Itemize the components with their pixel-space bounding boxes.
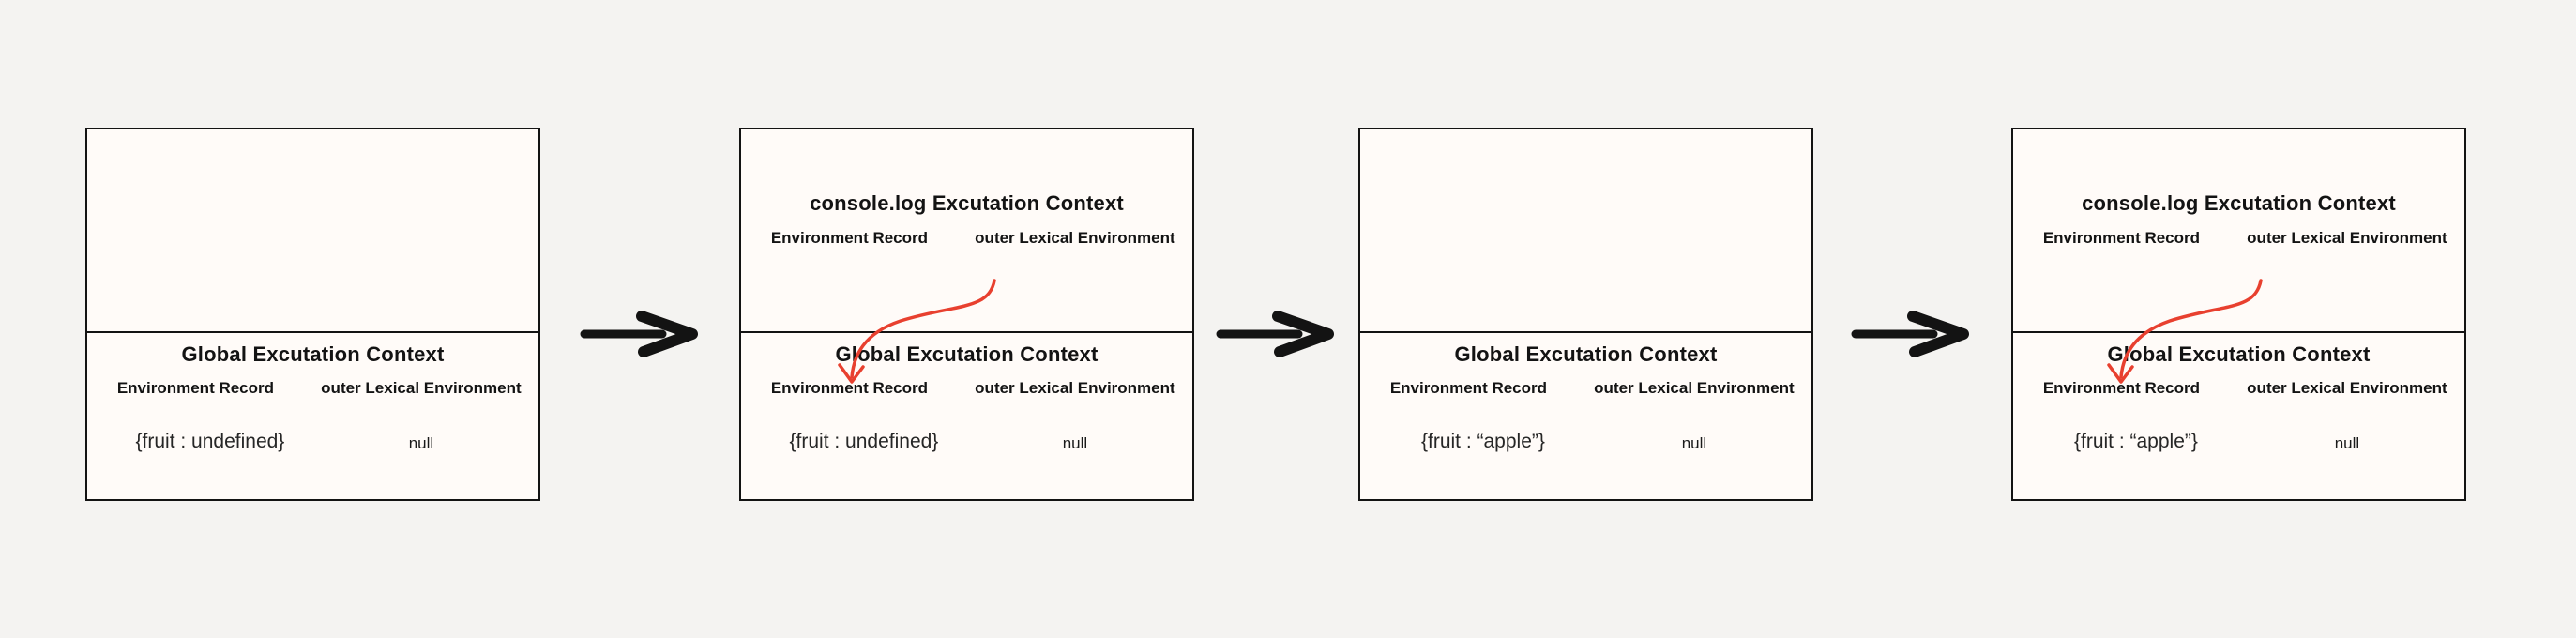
environment-record-value: {fruit : undefined} (789, 431, 939, 452)
global-context-section: Global Excutation Context Environment Re… (87, 333, 538, 498)
context-values-row: {fruit : undefined} null (87, 431, 538, 453)
context-box-step-2: console.log Excutation Context Environme… (739, 128, 1194, 501)
global-context-section: Global Excutation Context Environment Re… (2013, 333, 2464, 498)
context-column-headers: Environment Record outer Lexical Environ… (2013, 379, 2464, 398)
environment-record-header: Environment Record (116, 379, 275, 397)
outer-lexical-environment-header: outer Lexical Environment (975, 229, 1175, 247)
flow-arrow-icon (580, 311, 698, 357)
console-log-context-section: console.log Excutation Context Environme… (741, 129, 1192, 333)
flow-arrow-icon (1851, 311, 1969, 357)
context-column-headers: Environment Record outer Lexical Environ… (741, 379, 1192, 398)
context-column-headers: Environment Record outer Lexical Environ… (1360, 379, 1811, 398)
context-box-step-4: console.log Excutation Context Environme… (2011, 128, 2466, 501)
context-column-headers: Environment Record outer Lexical Environ… (741, 229, 1192, 248)
environment-record-value: {fruit : undefined} (135, 431, 285, 452)
outer-reference-value: null (408, 434, 434, 452)
console-log-context-section: console.log Excutation Context Environme… (2013, 129, 2464, 333)
outer-reference-value: null (2334, 434, 2360, 452)
context-column-headers: Environment Record outer Lexical Environ… (2013, 229, 2464, 248)
outer-reference-value: null (1062, 434, 1088, 452)
console-log-context-title: console.log Excutation Context (810, 191, 1124, 215)
flow-arrow-icon (1216, 311, 1334, 357)
environment-record-header: Environment Record (2042, 379, 2201, 397)
outer-lexical-environment-header: outer Lexical Environment (321, 379, 522, 397)
environment-record-header: Environment Record (770, 229, 929, 247)
context-values-row: {fruit : “apple”} null (1360, 431, 1811, 453)
context-values-row: {fruit : “apple”} null (2013, 431, 2464, 453)
context-column-headers: Environment Record outer Lexical Environ… (87, 379, 538, 398)
global-context-title: Global Excutation Context (835, 342, 1099, 366)
outer-reference-value: null (1681, 434, 1707, 452)
outer-lexical-environment-header: outer Lexical Environment (2247, 229, 2447, 247)
global-context-title: Global Excutation Context (1454, 342, 1718, 366)
environment-record-value: {fruit : “apple”} (1420, 431, 1545, 452)
environment-record-header: Environment Record (2042, 229, 2201, 247)
function-context-section-empty (1360, 129, 1811, 333)
function-context-section-empty (87, 129, 538, 333)
environment-record-value: {fruit : “apple”} (2073, 431, 2198, 452)
context-values-row: {fruit : undefined} null (741, 431, 1192, 453)
environment-record-header: Environment Record (770, 379, 929, 397)
context-box-step-1: Global Excutation Context Environment Re… (85, 128, 540, 501)
outer-lexical-environment-header: outer Lexical Environment (2247, 379, 2447, 397)
global-context-title: Global Excutation Context (181, 342, 445, 366)
global-context-section: Global Excutation Context Environment Re… (1360, 333, 1811, 498)
global-context-section: Global Excutation Context Environment Re… (741, 333, 1192, 498)
console-log-context-title: console.log Excutation Context (2082, 191, 2396, 215)
outer-lexical-environment-header: outer Lexical Environment (1594, 379, 1795, 397)
global-context-title: Global Excutation Context (2107, 342, 2371, 366)
environment-record-header: Environment Record (1389, 379, 1548, 397)
outer-lexical-environment-header: outer Lexical Environment (975, 379, 1175, 397)
context-box-step-3: Global Excutation Context Environment Re… (1358, 128, 1813, 501)
